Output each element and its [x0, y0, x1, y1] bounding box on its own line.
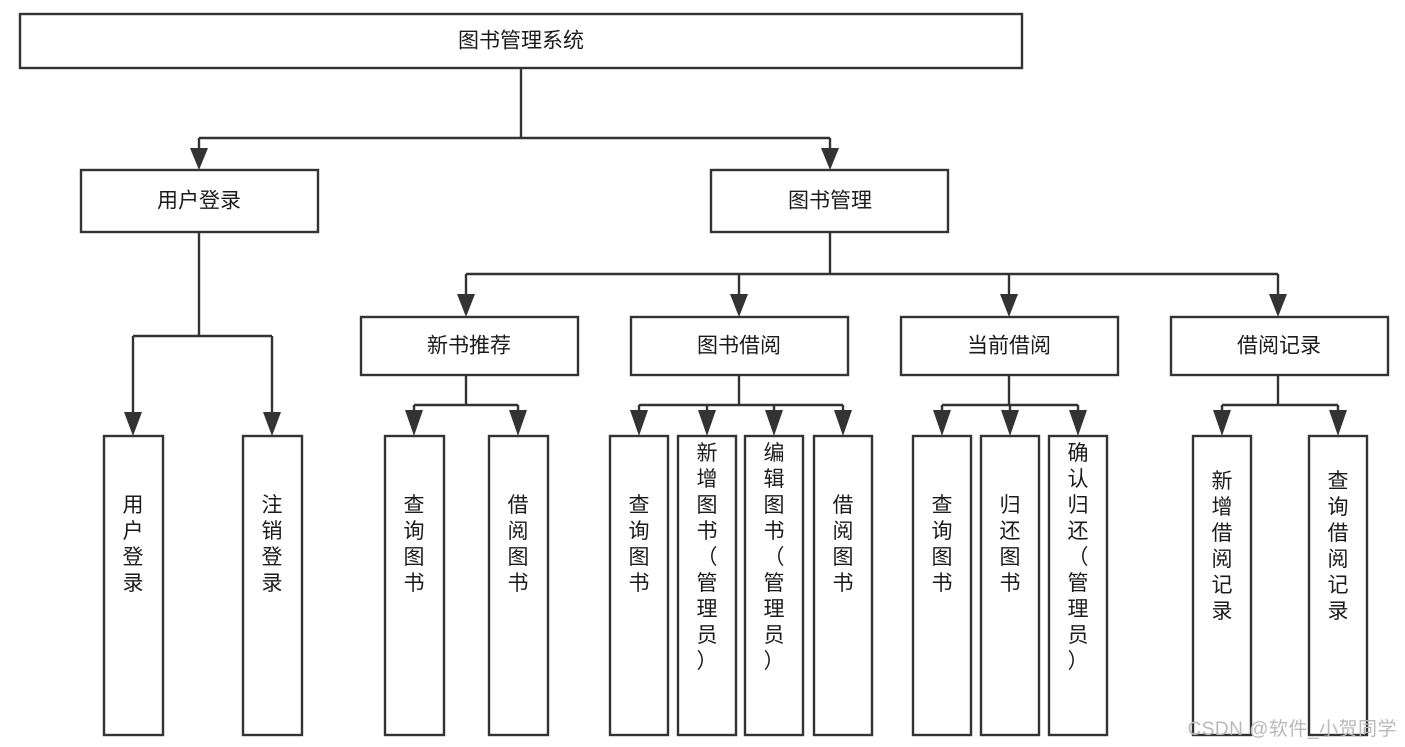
- node-leaf-return-book-label: 归还图书: [1000, 494, 1021, 595]
- csdn-watermark: CSDN @软件_小贺同学: [1187, 719, 1397, 740]
- node-leaf-query-book-2-box[interactable]: [608, 434, 670, 737]
- arrow-current-borrow-leaf-1: [933, 410, 951, 436]
- node-leaf-user-login-label: 用户登录: [123, 494, 144, 595]
- node-leaf-query-book-3[interactable]: 查询图书: [911, 434, 973, 737]
- node-leaf-query-record[interactable]: 查询借阅记录: [1307, 434, 1369, 737]
- node-leaf-borrow-book-1-label: 借阅图书: [508, 494, 529, 595]
- node-book-manage[interactable]: 图书管理: [709, 168, 950, 234]
- node-leaf-user-login-box[interactable]: [102, 434, 165, 737]
- arrow-borrow-record-leaf-1: [1213, 410, 1231, 436]
- node-leaf-confirm-return-box[interactable]: [1047, 434, 1109, 737]
- node-leaf-edit-book[interactable]: 编辑图书（管理员）: [743, 434, 805, 737]
- node-leaf-borrow-book-2-label: 借阅图书: [833, 494, 854, 595]
- node-user-login-label: 用户登录: [157, 190, 241, 213]
- node-leaf-edit-book-label: 编辑图书（管理员）: [764, 442, 785, 673]
- arrow-book-borrow-leaf-1: [630, 410, 648, 436]
- node-leaf-query-book-3-box[interactable]: [911, 434, 973, 737]
- node-borrow-record-box[interactable]: [1169, 315, 1390, 377]
- arrow-current-borrow-leaf-3: [1069, 410, 1087, 436]
- node-root-box[interactable]: [18, 12, 1024, 70]
- node-borrow-record-label: 借阅记录: [1237, 335, 1321, 358]
- node-book-borrow-label: 图书借阅: [697, 335, 781, 358]
- node-leaf-add-record-label: 新增借阅记录: [1212, 470, 1233, 623]
- node-borrow-record[interactable]: 借阅记录: [1169, 315, 1390, 377]
- node-new-book-recommend-box[interactable]: [359, 315, 580, 377]
- node-leaf-query-record-label: 查询借阅记录: [1328, 470, 1349, 623]
- arrow-book-borrow-leaf-3: [765, 410, 783, 436]
- node-new-book-recommend-label: 新书推荐: [427, 335, 511, 358]
- arrow-new-book-leaf-2: [509, 410, 527, 436]
- node-leaf-user-logout-label: 注销登录: [262, 494, 283, 595]
- node-leaf-query-book-3-label: 查询图书: [932, 494, 953, 595]
- node-user-login[interactable]: 用户登录: [79, 168, 320, 234]
- arrow-user-login-leaf-2: [263, 412, 281, 436]
- node-leaf-add-record[interactable]: 新增借阅记录: [1191, 434, 1253, 737]
- arrow-root-to-book-manage: [821, 148, 839, 170]
- node-leaf-borrow-book-2-box[interactable]: [812, 434, 874, 737]
- node-current-borrow-label: 当前借阅: [967, 335, 1051, 358]
- node-new-book-recommend[interactable]: 新书推荐: [359, 315, 580, 377]
- node-root[interactable]: 图书管理系统: [18, 12, 1024, 70]
- node-leaf-confirm-return[interactable]: 确认归还（管理员）: [1047, 434, 1109, 737]
- node-book-manage-label: 图书管理: [788, 190, 872, 213]
- node-leaf-query-book-1[interactable]: 查询图书: [383, 434, 446, 737]
- node-leaf-query-record-box[interactable]: [1307, 434, 1369, 737]
- node-leaf-query-book-1-label: 查询图书: [404, 494, 425, 595]
- node-book-manage-box[interactable]: [709, 168, 950, 234]
- node-leaf-query-book-2[interactable]: 查询图书: [608, 434, 670, 737]
- node-leaf-return-book[interactable]: 归还图书: [979, 434, 1041, 737]
- arrow-book-manage-to-book-borrow: [730, 294, 748, 317]
- node-leaf-add-book[interactable]: 新增图书（管理员）: [676, 434, 738, 737]
- node-leaf-borrow-book-2[interactable]: 借阅图书: [812, 434, 874, 737]
- arrow-book-manage-to-borrow-record: [1269, 294, 1287, 317]
- node-leaf-user-logout-box[interactable]: [241, 434, 304, 737]
- arrow-user-login-leaf-1: [124, 412, 142, 436]
- node-leaf-add-book-box[interactable]: [676, 434, 738, 737]
- node-current-borrow[interactable]: 当前借阅: [899, 315, 1120, 377]
- node-leaf-query-book-2-label: 查询图书: [629, 494, 650, 595]
- arrow-root-to-user-login: [190, 148, 208, 170]
- node-leaf-user-logout[interactable]: 注销登录: [241, 434, 304, 737]
- node-leaf-borrow-book-1-box[interactable]: [487, 434, 550, 737]
- node-book-borrow-box[interactable]: [629, 315, 850, 377]
- arrow-book-manage-to-current-borrow: [1000, 294, 1018, 317]
- arrow-book-borrow-leaf-2: [698, 410, 716, 436]
- node-book-borrow[interactable]: 图书借阅: [629, 315, 850, 377]
- arrow-borrow-record-leaf-2: [1329, 410, 1347, 436]
- arrow-current-borrow-leaf-2: [1001, 410, 1019, 436]
- node-current-borrow-box[interactable]: [899, 315, 1120, 377]
- node-leaf-confirm-return-label: 确认归还（管理员）: [1068, 442, 1089, 673]
- connector-layer: [124, 68, 1347, 436]
- node-leaf-edit-book-box[interactable]: [743, 434, 805, 737]
- node-leaf-add-record-box[interactable]: [1191, 434, 1253, 737]
- node-user-login-box[interactable]: [79, 168, 320, 234]
- node-root-label: 图书管理系统: [458, 30, 584, 53]
- node-leaf-return-book-box[interactable]: [979, 434, 1041, 737]
- node-leaf-borrow-book-1[interactable]: 借阅图书: [487, 434, 550, 737]
- arrow-new-book-leaf-1: [405, 410, 423, 436]
- arrow-book-borrow-leaf-4: [834, 410, 852, 436]
- node-leaf-query-book-1-box[interactable]: [383, 434, 446, 737]
- arrow-book-manage-to-new-book: [457, 294, 475, 317]
- node-leaf-add-book-label: 新增图书（管理员）: [697, 442, 718, 673]
- node-leaf-user-login[interactable]: 用户登录: [102, 434, 165, 737]
